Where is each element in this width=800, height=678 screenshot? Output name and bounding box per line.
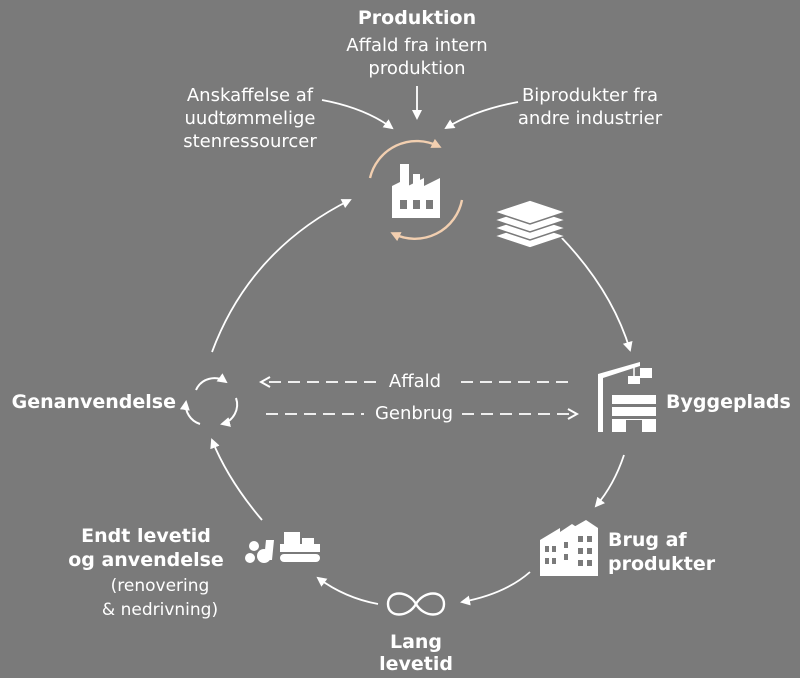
factory-building	[392, 164, 440, 218]
factory-cycle-arrow-top	[368, 138, 442, 179]
end-of-life-label-line2: og anvendelse	[68, 549, 224, 571]
long-life-label-line1: Lang	[389, 631, 443, 653]
arrow-longlife-to-endoflife	[316, 576, 379, 605]
raw-material-label-line3: stenressourcer	[183, 131, 317, 152]
construction-crane-icon	[598, 362, 656, 432]
waste-flow-label: Affald	[388, 371, 442, 392]
buildings-icon	[540, 520, 598, 576]
byproducts-label-line1: Biprodukter fra	[521, 85, 659, 106]
product-use-label-line2: produkter	[608, 553, 716, 575]
recycle-arrows-icon	[179, 373, 239, 427]
dashed-flows	[262, 382, 576, 414]
end-of-life-label-line3: (renovering	[110, 576, 210, 596]
slab-stack-icon	[491, 199, 569, 249]
arrow-recycling-to-production	[211, 199, 352, 353]
recycling-label: Genanvendelse	[11, 391, 176, 413]
arrow-site-to-use	[594, 454, 625, 508]
long-life-label-line2: levetid	[379, 653, 453, 675]
arrow-byproducts	[444, 101, 519, 130]
recycle-flow-label: Genbrug	[374, 403, 454, 424]
end-of-life-label-line4: & nedrivning)	[101, 600, 219, 620]
infinity-icon	[386, 592, 446, 616]
factory-cycle-arrow-bottom	[390, 199, 464, 242]
factory-icon	[368, 138, 464, 242]
arrow-raw-materials	[321, 99, 394, 130]
cycle-arrows	[210, 199, 633, 606]
input-arrows	[321, 86, 519, 130]
demolition-bulldozer-icon	[245, 532, 320, 563]
product-use-label-line1: Brug af	[608, 529, 687, 551]
production-subtitle-line2: produktion	[368, 58, 466, 79]
raw-material-label-line1: Anskaffelse af	[186, 85, 314, 106]
arrow-production-to-site	[559, 235, 633, 352]
arrow-endoflife-to-recycling	[210, 438, 263, 521]
byproducts-label-line2: andre industrier	[517, 108, 663, 129]
construction-site-label: Byggeplads	[666, 391, 791, 413]
production-subtitle-line1: Affald fra intern	[346, 35, 488, 56]
raw-material-label-line2: uudtømmelige	[184, 108, 316, 129]
end-of-life-label-line1: Endt levetid	[81, 525, 211, 547]
arrow-use-to-longlife	[460, 571, 531, 606]
production-title: Produktion	[357, 7, 477, 29]
